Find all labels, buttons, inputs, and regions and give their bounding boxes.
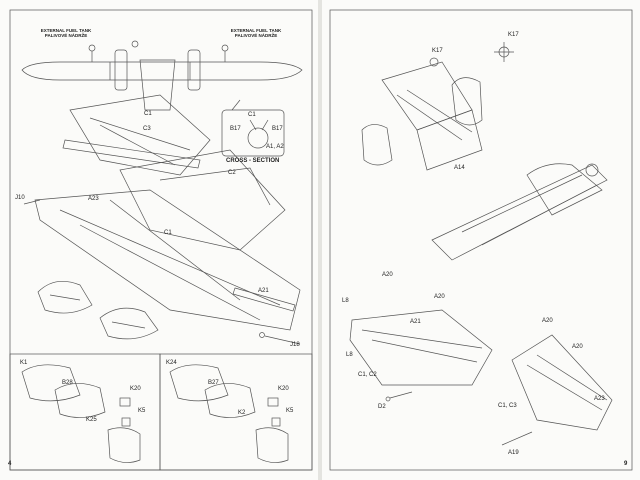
right-label-a21: A21	[410, 319, 421, 325]
external-fuel-tank-callout-right: EXTERNAL FUEL TANK PALIVOVÉ NÁDRŽE	[224, 28, 288, 38]
left-instruction-page: EXTERNAL FUEL TANK PALIVOVÉ NÁDRŽE EXTER…	[0, 0, 318, 480]
part-label-c1-top: C1	[144, 111, 152, 117]
tail-assembly	[361, 61, 483, 171]
gear-leg-j18	[259, 332, 301, 345]
inset-left-label-k25: K25	[86, 417, 97, 423]
inset-right-label-k2: K2	[238, 410, 246, 416]
top-wing-planform	[21, 40, 303, 111]
inset-right-label-k20: K20	[278, 386, 289, 392]
right-label-c1-c3: C1, C3	[498, 403, 517, 409]
part-label-c3: C3	[143, 126, 151, 132]
right-label-k17-a: K17	[432, 48, 443, 54]
left-wing-assembly	[349, 309, 493, 386]
right-instruction-page: K17 K17 A14 A20 L8 A20 A21 L8 C1, C2 D2 …	[322, 0, 640, 480]
right-label-a20-c: A20	[542, 318, 553, 324]
right-label-c1-c2: C1, C2	[358, 372, 377, 378]
cross-section-label-a1-a2: A1, A2	[266, 144, 284, 150]
inset-right-label-k5: K5	[286, 408, 294, 414]
callout-right-line1: EXTERNAL FUEL TANK	[230, 28, 282, 33]
part-label-j10: J10	[15, 195, 25, 201]
left-page-drawing	[9, 9, 313, 471]
cross-section-title: CROSS - SECTION	[226, 158, 280, 164]
cross-section-detail	[221, 99, 285, 157]
right-label-a14: A14	[454, 165, 465, 171]
cross-section-label-c1: C1	[248, 112, 256, 118]
inset-left-label-k20: K20	[130, 386, 141, 392]
right-label-l8-a: L8	[342, 298, 349, 304]
right-page-number: 9	[624, 461, 628, 467]
flap-strip-a21	[232, 287, 296, 312]
book-gutter	[318, 0, 322, 480]
part-label-a23: A23	[88, 196, 99, 202]
upper-wing-panel	[69, 94, 211, 176]
right-label-a23: A23	[594, 396, 605, 402]
lower-wing-panel	[34, 189, 301, 331]
part-label-c1-mid: C1	[164, 230, 172, 236]
right-label-a20-b: A20	[434, 294, 445, 300]
cross-section-label-b17-left: B17	[230, 126, 241, 132]
wing-spar-c3	[62, 139, 201, 169]
inset-right-label-k24: K24	[166, 360, 177, 366]
right-wing-assembly	[511, 334, 613, 431]
inset-left-label-b28: B28	[62, 380, 73, 386]
right-label-d2: D2	[378, 404, 386, 410]
inset-left-drawing	[21, 364, 141, 463]
right-page-frame	[329, 9, 633, 471]
callout-left-line1: EXTERNAL FUEL TANK	[40, 28, 92, 33]
part-label-j18: J18	[290, 342, 300, 348]
inset-right-label-b27: B27	[208, 380, 219, 386]
pitot-j10	[23, 199, 41, 205]
inset-left-label-k5: K5	[138, 408, 146, 414]
propeller-k17	[429, 42, 514, 67]
external-fuel-tank-callout-left: EXTERNAL FUEL TANK PALIVOVÉ NÁDRŽE	[36, 28, 96, 38]
right-label-a20-a: A20	[382, 272, 393, 278]
aileron-a19	[501, 431, 533, 446]
inset-box-right	[159, 353, 313, 471]
inset-left-label-k1: K1	[20, 360, 28, 366]
left-page-number: 4	[8, 461, 12, 467]
cross-section-label-b17-right: B17	[272, 126, 283, 132]
callout-left-line2: PALIVOVÉ NÁDRŽE	[44, 33, 88, 38]
right-label-l8-b: L8	[346, 352, 353, 358]
callout-right-line2: PALIVOVÉ NÁDRŽE	[234, 33, 278, 38]
part-label-c2: C2	[228, 170, 236, 176]
part-label-a21: A21	[258, 288, 269, 294]
right-label-a20-d: A20	[572, 344, 583, 350]
fuselage-assembly	[431, 163, 608, 261]
right-page-drawing	[329, 9, 633, 471]
engine-nacelle-left	[37, 280, 93, 314]
engine-nacelle-right	[99, 307, 159, 340]
right-label-k17-b: K17	[508, 32, 519, 38]
right-label-a19: A19	[508, 450, 519, 456]
inset-right-drawing	[169, 364, 289, 463]
pitot-d2	[385, 391, 413, 402]
wing-center-panel	[119, 149, 286, 251]
